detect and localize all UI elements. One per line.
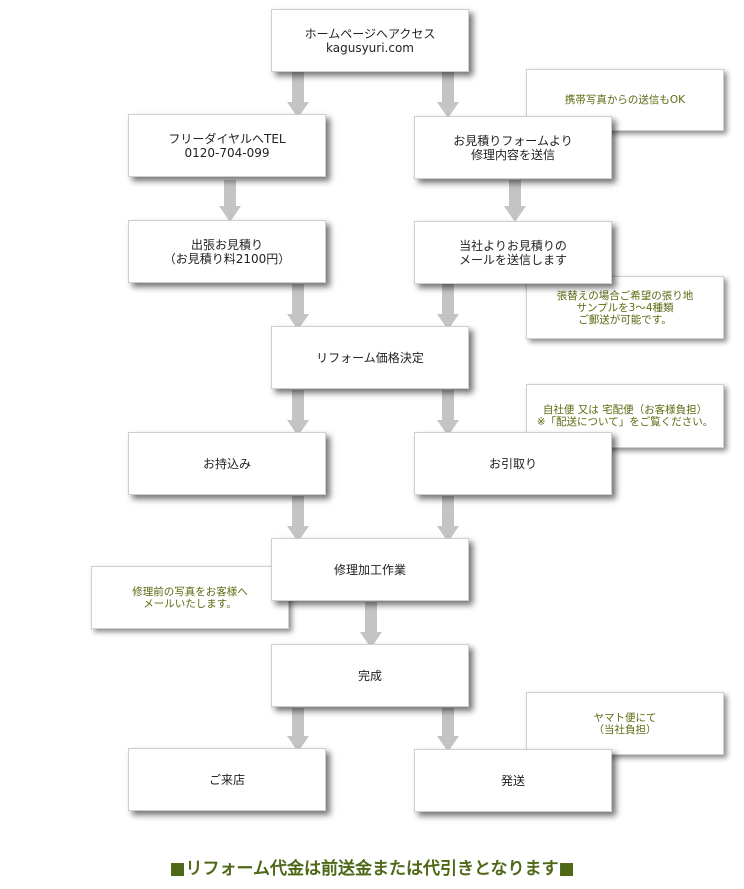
note-line: 張替えの場合ご希望の張り地: [556, 289, 694, 302]
down-arrow: [437, 496, 459, 542]
down-arrow: [287, 708, 309, 752]
box-line: 修理内容を送信: [470, 147, 555, 162]
note-line: ヤマト便にて: [593, 711, 657, 724]
box-line: 0120-704-099: [184, 145, 270, 160]
box-line: 完成: [357, 668, 382, 683]
down-arrow: [504, 180, 526, 222]
box-line: 当社よりお見積りの: [459, 238, 567, 253]
box-line: 出張お見積り: [190, 237, 263, 252]
note-line: サンプルを3～4種類: [576, 301, 674, 314]
note-photo-ok: 携帯写真からの送信もOK: [526, 69, 724, 131]
down-arrow: [437, 72, 459, 118]
box-line: ホームページへアクセス: [304, 26, 436, 41]
note-line: 自社便 又は 宅配便（お客様負担）: [542, 404, 708, 416]
down-arrow: [437, 390, 459, 436]
down-arrow: [437, 708, 459, 752]
down-arrow: [219, 180, 241, 222]
box-line: お引取り: [488, 456, 537, 471]
note-fabric-samples: 張替えの場合ご希望の張り地 サンプルを3～4種類 ご郵送が可能です。: [526, 276, 724, 339]
box-complete: 完成: [271, 644, 469, 707]
note-line: （当社負担）: [593, 723, 657, 736]
note-yamato: ヤマト便にて （当社負担）: [526, 692, 724, 755]
box-estimate-form: お見積りフォームより 修理内容を送信: [414, 116, 612, 179]
box-shipping: 発送: [414, 749, 612, 812]
box-bring-in: お持込み: [128, 432, 326, 495]
note-line: ※「配送について」をご覧ください。: [536, 416, 714, 428]
box-line: （お見積り料2100円）: [163, 251, 291, 266]
down-arrow: [287, 390, 309, 436]
box-price-decision: リフォーム価格決定: [271, 326, 469, 389]
down-arrow: [287, 284, 309, 330]
box-line: 発送: [500, 773, 525, 788]
box-line: kagusyuri.com: [326, 40, 414, 55]
box-onsite-estimate: 出張お見積り （お見積り料2100円）: [128, 220, 326, 283]
note-photos-before: 修理前の写真をお客様へ メールいたします。: [91, 566, 289, 629]
down-arrow: [287, 496, 309, 542]
box-repair-work: 修理加工作業: [271, 538, 469, 601]
note-line: ご郵送が可能です。: [578, 313, 672, 326]
down-arrow: [437, 284, 459, 330]
box-visit-store: ご来店: [128, 748, 326, 811]
box-line: お見積りフォームより: [453, 133, 573, 148]
box-pickup: お引取り: [414, 432, 612, 495]
box-line: メールを送信します: [458, 252, 567, 267]
payment-notice: ■リフォーム代金は前送金または代引きとなります■: [169, 859, 575, 879]
down-arrow: [287, 72, 309, 118]
box-line: ご来店: [208, 772, 245, 787]
box-line: お持込み: [202, 456, 251, 471]
note-line: メールいたします。: [143, 597, 237, 610]
box-freedial: フリーダイヤルへTEL 0120-704-099: [128, 114, 326, 177]
box-line: 修理加工作業: [333, 562, 406, 577]
down-arrow: [360, 602, 382, 648]
box-homepage-access: ホームページへアクセス kagusyuri.com: [271, 9, 469, 72]
note-line: 携帯写真からの送信もOK: [564, 94, 686, 106]
box-line: フリーダイヤルへTEL: [168, 131, 286, 146]
box-email-estimate: 当社よりお見積りの メールを送信します: [414, 221, 612, 284]
box-line: リフォーム価格決定: [316, 350, 424, 365]
note-line: 修理前の写真をお客様へ: [132, 585, 248, 598]
